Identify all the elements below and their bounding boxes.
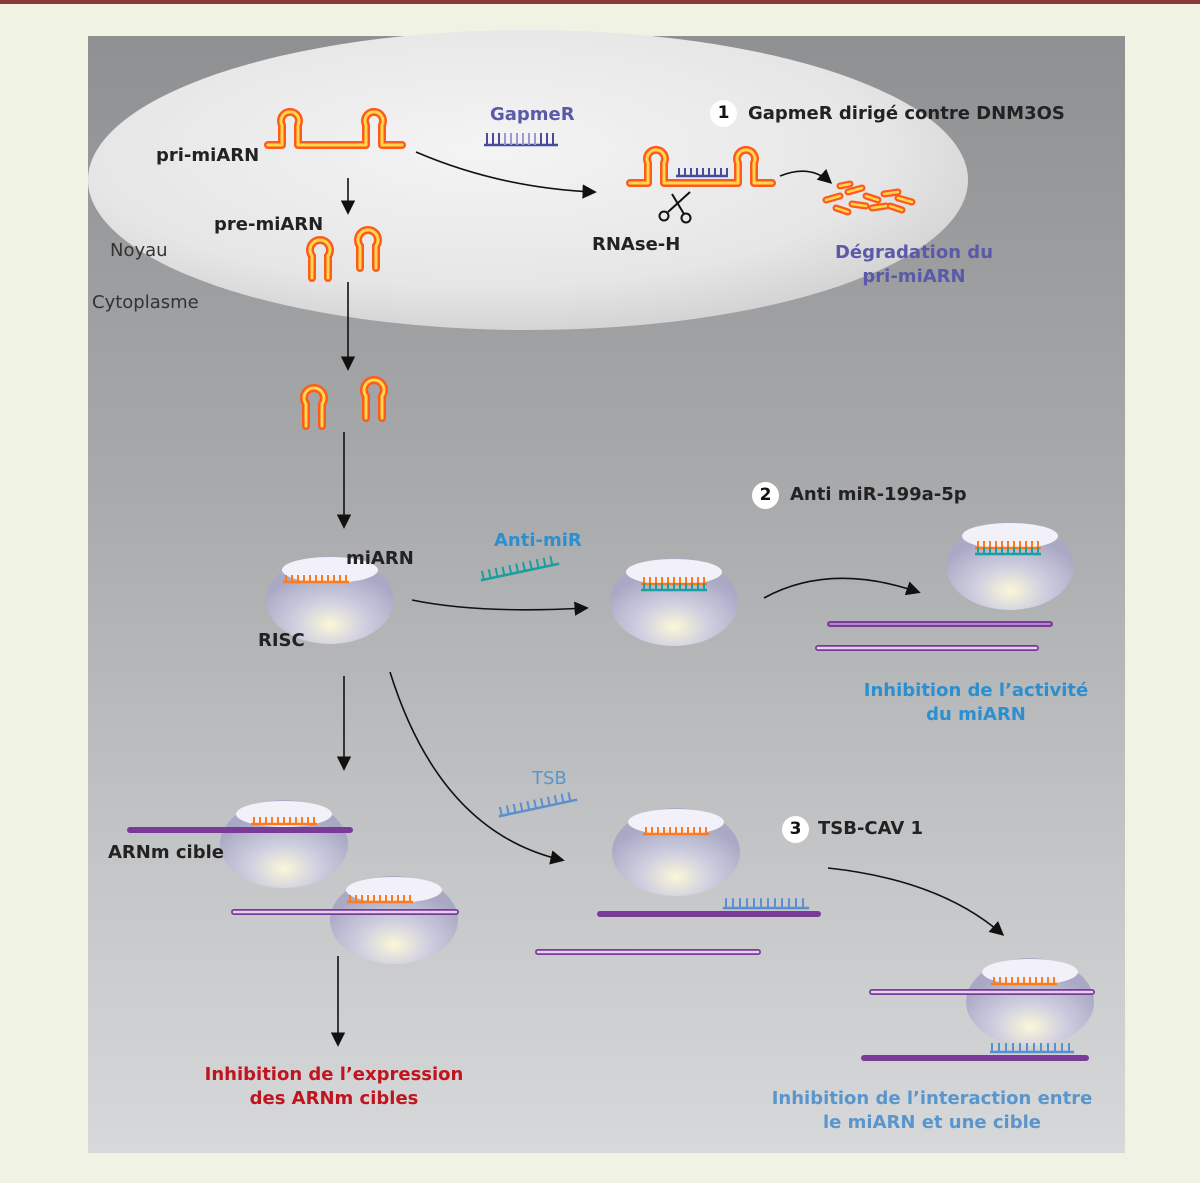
anti-mir-label: Anti-miR	[494, 530, 582, 551]
degraded-fragments	[822, 180, 916, 216]
risc-anti-mir-complex	[610, 558, 738, 646]
step-1-title: GapmeR dirigé contre DNM3OS	[748, 103, 1065, 124]
pre-mirna-hairpin-4	[364, 380, 384, 418]
risc-label: RISC	[258, 630, 305, 651]
target-mrna-label: ARNm cible	[108, 842, 224, 863]
step-3-title: TSB-CAV 1	[818, 818, 924, 839]
rnase-h-label: RNAse-H	[592, 234, 681, 255]
step-1-outcome-line2: pri-miARN	[862, 266, 966, 287]
risc-step3-free	[612, 808, 740, 896]
mrna-strands-step2	[815, 621, 1053, 651]
risc-inhibited-complex	[946, 522, 1074, 610]
pri-mirna-strand	[264, 107, 406, 149]
step-2-badge: 2	[752, 482, 779, 509]
pri-mirna-label: pri-miARN	[156, 145, 260, 166]
pre-mirna-hairpin-3	[304, 388, 324, 426]
step-3-badge: 3	[782, 816, 809, 843]
natural-outcome-line1: Inhibition de l’expression	[204, 1064, 464, 1085]
risc-on-mrna-1	[127, 800, 353, 888]
mirna-label: miARN	[346, 548, 414, 569]
step-3-outcome-line1: Inhibition de l’interaction entre	[771, 1088, 1093, 1109]
risc-step3-result	[861, 958, 1095, 1061]
gapmer-molecule	[484, 133, 558, 147]
scissors-icon	[658, 191, 692, 224]
step-1-badge: 1	[710, 100, 737, 127]
nucleus-ellipse	[88, 30, 968, 330]
gapmer-label: GapmeR	[490, 104, 575, 125]
pathway-arrows	[330, 151, 1005, 1047]
top-frame-bar	[0, 0, 1200, 4]
tsb-molecule	[498, 792, 578, 818]
step-2-title: Anti miR-199a-5p	[790, 484, 967, 505]
cytoplasm-label: Cytoplasme	[92, 292, 199, 313]
pre-mirna-label: pre-miARN	[214, 214, 324, 235]
pri-mirna-gapmer-complex	[626, 145, 776, 187]
mrna-tsb-bound	[535, 897, 821, 955]
step-2-outcome-line1: Inhibition de l’activité	[863, 680, 1089, 701]
anti-mir-molecule	[480, 556, 560, 582]
step-2-outcome-line2: du miARN	[926, 704, 1026, 725]
risc-on-mrna-2	[231, 876, 459, 964]
tsb-label: TSB	[532, 768, 567, 789]
nucleus-label: Noyau	[110, 240, 168, 261]
step-3-outcome-line2: le miARN et une cible	[823, 1112, 1041, 1133]
step-1-outcome-line1: Dégradation du	[834, 242, 994, 263]
natural-outcome-line2: des ARNm cibles	[249, 1088, 419, 1109]
